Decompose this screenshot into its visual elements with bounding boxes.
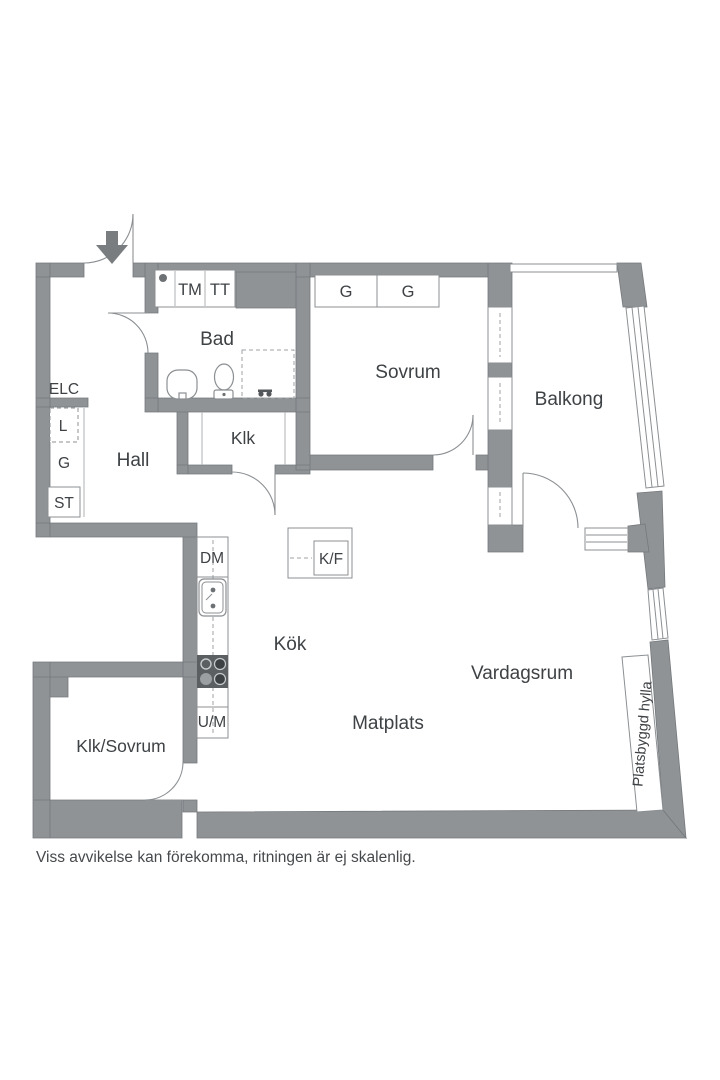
kitchen-counter	[196, 536, 229, 739]
stove-burner-4	[213, 672, 227, 686]
label-l: L	[59, 418, 68, 435]
klk-wardrobe	[201, 412, 286, 465]
hall-closets	[47, 407, 85, 518]
window-vardagsrum-right-pane1	[652, 589, 659, 640]
wall-pillar-top-right	[616, 262, 648, 308]
balcony-glazing	[625, 305, 665, 489]
room-label-sovrum: Sovrum	[375, 362, 440, 383]
label-st: ST	[54, 495, 74, 512]
toilet-bowl-icon	[213, 363, 235, 391]
stove-burner-2	[213, 657, 227, 671]
kitchen-sink-divider	[205, 593, 213, 601]
label-g1: G	[340, 283, 353, 301]
window-vardagsrum-right-pane2	[657, 588, 664, 639]
room-label-hall: Hall	[117, 450, 150, 471]
wall-balcony-bottom-right	[627, 523, 650, 553]
room-label-klk: Klk	[231, 428, 256, 448]
klk-door-arc	[231, 471, 276, 516]
kitchen-sink-icon	[198, 578, 227, 617]
closet-l-box	[49, 407, 79, 443]
label-um: U/M	[198, 714, 226, 731]
closet-st-box	[47, 486, 81, 518]
room-label-klk-sovrum: Klk/Sovrum	[76, 736, 165, 756]
label-g2: G	[402, 283, 415, 301]
built-in-shelf	[621, 654, 664, 813]
bathroom-sink-tap	[178, 392, 187, 400]
room-label-vardagsrum: Vardagsrum	[471, 663, 573, 684]
balcony-glazing-line2	[637, 306, 659, 487]
wall-angled-right	[649, 639, 687, 840]
label-tm: TM	[178, 281, 202, 299]
windows	[487, 263, 669, 641]
room-label-balkong: Balkong	[535, 389, 604, 410]
wall-bottom-living	[196, 809, 687, 839]
room-label-bad: Bad	[200, 329, 234, 350]
kitchen-sink-inner	[201, 581, 224, 614]
entrance-arrow-head	[96, 245, 128, 264]
label-kf: K/F	[319, 551, 343, 568]
toilet-button	[222, 392, 226, 397]
balcony-door-arc	[522, 472, 579, 529]
sovrum-door-arc	[432, 414, 474, 456]
kitchen-fixtures	[196, 527, 353, 739]
sovrum-closets	[314, 274, 440, 308]
fridge-freezer-box	[313, 540, 349, 576]
room-label-matplats: Matplats	[352, 713, 424, 734]
label-dm: DM	[200, 550, 224, 567]
balcony-glazing-line1	[631, 307, 653, 488]
label-tt: TT	[210, 281, 230, 299]
stove-burner-3	[200, 673, 212, 685]
disclaimer-caption: Viss avvikelse kan förekomma, ritningen …	[36, 849, 416, 866]
shower-mixer-icon	[258, 389, 272, 397]
closet-g2-box	[376, 274, 440, 308]
entrance-arrow-shaft	[106, 231, 118, 247]
stove-burner-1	[200, 658, 212, 670]
klk-sovrum-door-arc	[144, 761, 184, 801]
labels: Bad Hall Klk Sovrum Balkong Kök Matplats…	[49, 281, 656, 787]
label-elc: ELC	[49, 381, 79, 398]
kitchen-sink-drain-2	[210, 603, 216, 609]
window-vardagsrum-right	[647, 587, 669, 641]
label-g3: G	[58, 455, 70, 472]
bad-door-arc	[107, 312, 149, 354]
bathroom-fixtures	[154, 269, 295, 400]
balcony-railing	[509, 263, 618, 273]
floor-drain-icon	[159, 274, 167, 282]
laundry-band	[154, 269, 236, 308]
walls	[32, 262, 687, 840]
entrance-arrow-icon	[96, 231, 128, 264]
room-label-kok: Kök	[274, 634, 307, 655]
wall-pillar-mid-right	[636, 490, 666, 590]
kitchen-sink-drain-1	[210, 587, 216, 593]
window-balcony-bottom	[584, 527, 629, 551]
shower-area	[241, 349, 295, 399]
closet-g1-box	[314, 274, 378, 308]
